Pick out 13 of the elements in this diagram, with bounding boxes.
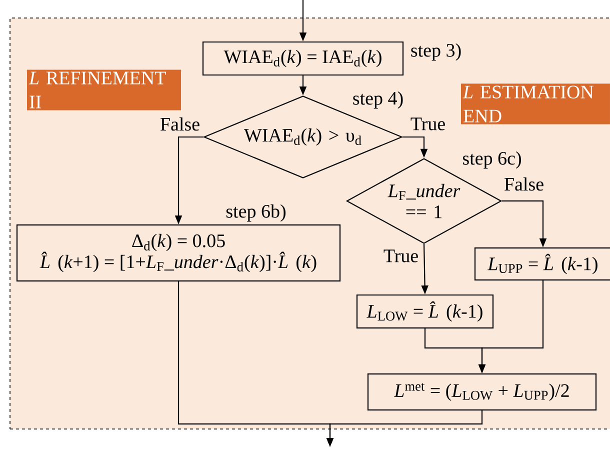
step-label: step 6b) bbox=[226, 204, 286, 222]
section-tag: L REFINEMENT II bbox=[27, 70, 181, 110]
edge-label: True bbox=[382, 248, 420, 264]
process-box: L$_{UPP}$ = L̂(k-1) bbox=[474, 247, 610, 281]
process-box: L$_{LOW}$ = L̂(k-1) bbox=[356, 294, 494, 329]
process-box: Δ$_{d}$(k) = 0.05 L̂(k+1) = [1+L$_{F}$_under·Δ$_{d}$(k)]·L̂(k) bbox=[16, 224, 341, 282]
edge-label: False bbox=[502, 176, 546, 192]
process-box: L$^{met}$ = (L$_{LOW}$ + L$_{UPP}$)/2 bbox=[367, 373, 597, 411]
step-label: step 3) bbox=[411, 43, 461, 61]
edge-label: True bbox=[409, 116, 447, 132]
edge-label: False bbox=[158, 116, 202, 132]
section-tag: L ESTIMATION END bbox=[461, 84, 610, 124]
process-box: WIAE$_{d}$(k) = IAE$_{d}$(k) bbox=[202, 41, 404, 76]
